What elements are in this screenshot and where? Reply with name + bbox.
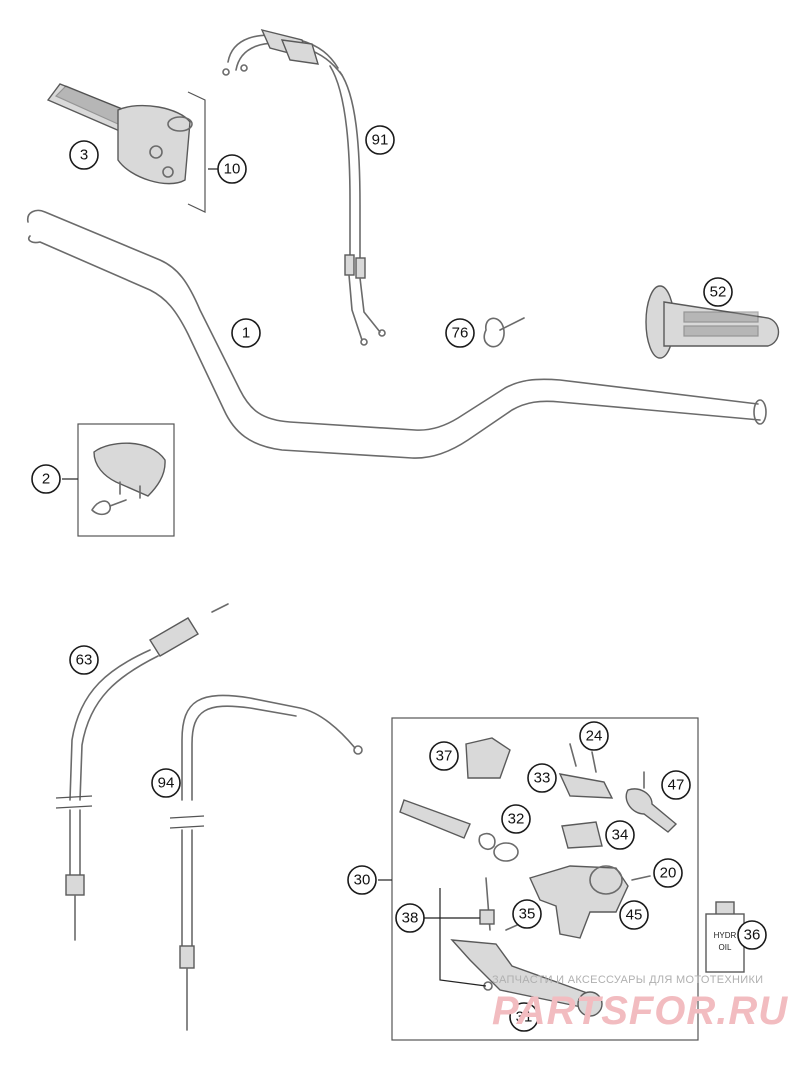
cable-tie-drawing bbox=[483, 317, 525, 348]
callout-52: 52 bbox=[703, 277, 733, 307]
svg-text:35: 35 bbox=[519, 906, 536, 923]
handlebar-drawing bbox=[26, 209, 767, 459]
svg-text:47: 47 bbox=[668, 777, 685, 794]
svg-text:20: 20 bbox=[660, 865, 677, 882]
clutch-cable-drawing bbox=[169, 694, 363, 1031]
svg-text:34: 34 bbox=[612, 827, 629, 844]
svg-text:63: 63 bbox=[76, 652, 93, 669]
callout-33: 33 bbox=[527, 763, 557, 793]
left-grip-drawing bbox=[645, 285, 780, 359]
oil-bottle: HYDR OIL bbox=[705, 901, 745, 973]
callout-30: 30 bbox=[347, 865, 377, 895]
bottle-label-line2: OIL bbox=[719, 943, 732, 952]
svg-text:32: 32 bbox=[508, 811, 525, 828]
callout-36: 36 bbox=[737, 920, 767, 950]
svg-text:33: 33 bbox=[534, 770, 551, 787]
svg-text:31: 31 bbox=[516, 1009, 533, 1026]
callout-35: 35 bbox=[512, 899, 542, 929]
watermark: ЗАПЧАСТИ И АКСЕССУАРЫ ДЛЯ МОТОТЕХНИКИ PA… bbox=[492, 974, 788, 1033]
hot-start-cable-drawing bbox=[55, 603, 229, 941]
callout-10: 10 bbox=[217, 154, 247, 184]
svg-text:3: 3 bbox=[80, 147, 88, 164]
svg-text:76: 76 bbox=[452, 325, 469, 342]
watermark-tagline: ЗАПЧАСТИ И АКСЕССУАРЫ ДЛЯ МОТОТЕХНИКИ bbox=[492, 974, 763, 986]
throttle-grip-drawing bbox=[46, 83, 206, 213]
callout-38: 38 bbox=[395, 903, 425, 933]
brake-components-drawing bbox=[399, 737, 678, 1017]
callout-1: 1 bbox=[231, 318, 261, 348]
svg-text:38: 38 bbox=[402, 910, 419, 927]
svg-text:10: 10 bbox=[224, 161, 241, 178]
callout-32: 32 bbox=[501, 804, 531, 834]
svg-text:1: 1 bbox=[242, 325, 250, 342]
svg-text:30: 30 bbox=[354, 872, 371, 889]
callout-47: 47 bbox=[661, 770, 691, 800]
callout-31: 31 bbox=[509, 1002, 539, 1032]
svg-text:91: 91 bbox=[372, 132, 389, 149]
callout-45: 45 bbox=[619, 900, 649, 930]
handlebar-pad-drawing bbox=[77, 423, 175, 537]
callout-34: 34 bbox=[605, 820, 635, 850]
throttle-cable-drawing bbox=[222, 28, 386, 346]
svg-text:37: 37 bbox=[436, 748, 453, 765]
svg-text:2: 2 bbox=[42, 471, 50, 488]
brake-assembly-frame bbox=[391, 717, 699, 1041]
callout-91: 91 bbox=[365, 125, 395, 155]
callout-24: 24 bbox=[579, 721, 609, 751]
watermark-brand: PARTSFOR.RU bbox=[492, 989, 788, 1033]
svg-text:45: 45 bbox=[626, 907, 643, 924]
svg-text:94: 94 bbox=[158, 775, 175, 792]
callout-20: 20 bbox=[653, 858, 683, 888]
bottle-label-line1: HYDR bbox=[714, 931, 737, 940]
svg-text:24: 24 bbox=[586, 728, 603, 745]
callout-94: 94 bbox=[151, 768, 181, 798]
leader-lines bbox=[62, 168, 487, 987]
svg-text:36: 36 bbox=[744, 927, 761, 944]
callout-37: 37 bbox=[429, 741, 459, 771]
callout-3: 3 bbox=[69, 140, 99, 170]
callout-76: 76 bbox=[445, 318, 475, 348]
callout-63: 63 bbox=[69, 645, 99, 675]
svg-text:52: 52 bbox=[710, 284, 727, 301]
callout-2: 2 bbox=[31, 464, 61, 494]
